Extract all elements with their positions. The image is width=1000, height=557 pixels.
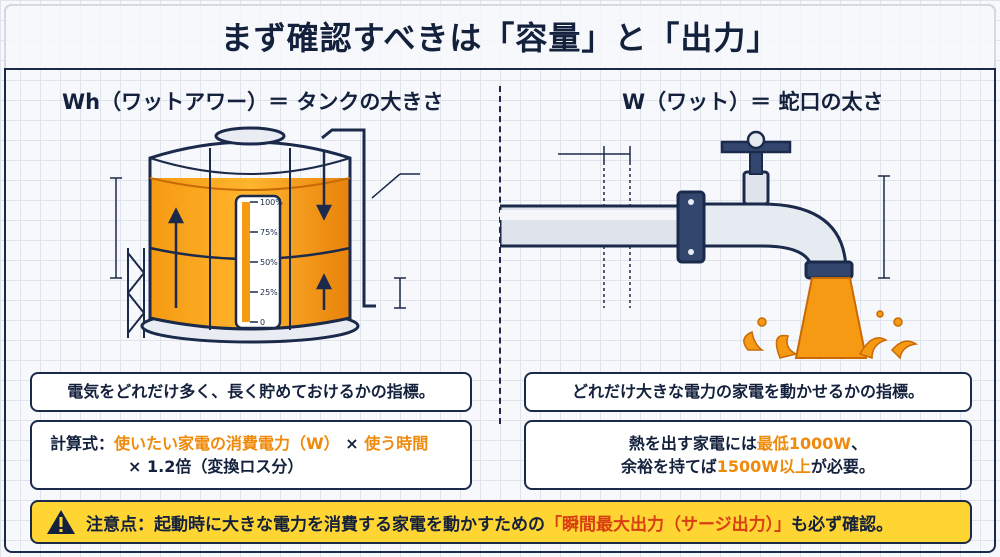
water-stream xyxy=(794,277,868,359)
gauge-tick-0: 0 xyxy=(260,318,265,327)
tank-stand-lattice xyxy=(127,248,145,338)
center-divider xyxy=(499,86,501,424)
tank-shell xyxy=(148,140,352,331)
faucet-spout xyxy=(804,260,854,280)
note-suffix: も必ず確認。 xyxy=(791,514,894,535)
formula-times: × xyxy=(339,433,365,453)
faucet-illustration xyxy=(500,130,919,360)
formula-part1: 使いたい家電の消費電力（W） xyxy=(114,433,340,453)
wh-description: 電気をどれだけ多く、長く貯めておけるかの指標。 xyxy=(67,382,435,402)
title-band: まず確認すべきは「容量」と「出力」 xyxy=(4,4,996,70)
tank-illustration: 100% 75% 50% 25% 0 xyxy=(110,126,420,344)
formula-part2: 使う時間 xyxy=(364,433,429,453)
power-b3: が必要。 xyxy=(810,457,875,476)
power-a2: 最低1000W xyxy=(756,433,852,453)
gauge-tick-50: 50% xyxy=(260,258,278,267)
power-b1: 余裕を持てば xyxy=(621,457,717,476)
wh-description-box: 電気をどれだけ多く、長く貯めておけるかの指標。 xyxy=(30,372,472,412)
caution-note: 注意点：起動時に大きな電力を消費する家電を動かすための「瞬間最大出力（サージ出力… xyxy=(30,500,972,544)
note-prefix: 注意点：起動時に大きな電力を消費する家電を動かすための xyxy=(86,514,545,535)
power-a3: 、 xyxy=(851,433,868,453)
tank-lid xyxy=(214,126,286,146)
power-a1: 熱を出す家電には xyxy=(628,433,757,453)
formula-line2: × 1.2倍（変換ロス分） xyxy=(128,457,304,476)
gauge-fill xyxy=(242,202,250,322)
power-b2: 1500W以上 xyxy=(716,457,811,476)
w-description-box: どれだけ大きな電力の家電を動かせるかの指標。 xyxy=(524,372,972,412)
gauge-tick-25: 25% xyxy=(260,288,278,297)
formula-label: 計算式： xyxy=(50,433,115,453)
note-highlight: 「瞬間最大出力（サージ出力）」 xyxy=(545,514,792,535)
w-power-box: 熱を出す家電には最低1000W、 余裕を持てば1500W以上が必要。 xyxy=(524,420,972,490)
gauge-tick-100: 100% xyxy=(260,198,283,207)
warning-icon xyxy=(47,510,75,534)
w-heading: W（ワット）＝ 蛇口の太さ xyxy=(622,90,884,114)
wh-heading: Wh（ワットアワー）＝ タンクの大きさ xyxy=(62,90,444,114)
gauge-tick-75: 75% xyxy=(260,228,278,237)
page-title: まず確認すべきは「容量」と「出力」 xyxy=(220,19,780,57)
w-description: どれだけ大きな電力の家電を動かせるかの指標。 xyxy=(571,382,924,402)
water-splash xyxy=(743,310,919,360)
wh-formula-box: 計算式：使いたい家電の消費電力（W） × 使う時間 × 1.2倍（変換ロス分） xyxy=(30,420,472,490)
